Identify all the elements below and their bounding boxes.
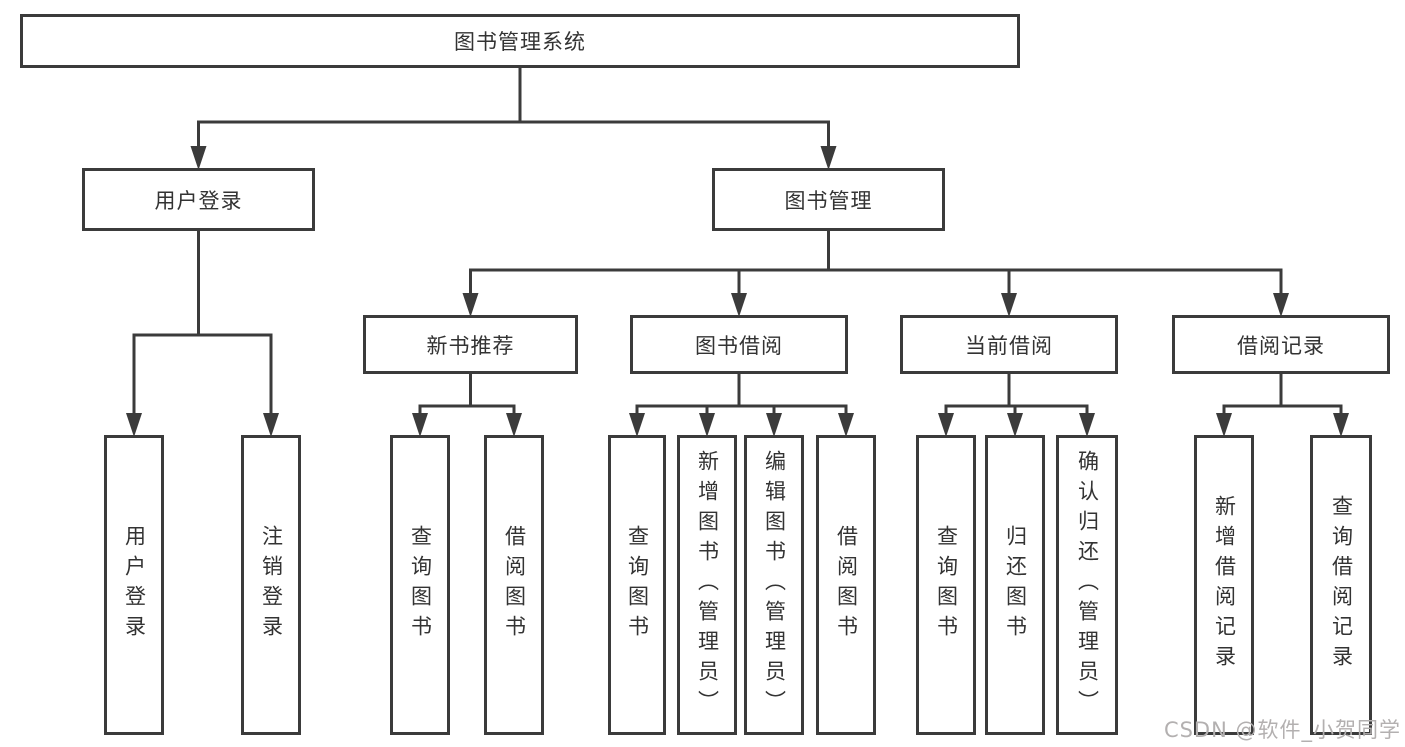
leaf-query-books-current-label: 查询图书 [934,525,959,645]
leaf-query-books-borrowing: 查询图书 [608,435,666,735]
node-user-login-label: 用户登录 [154,188,243,213]
leaf-query-books-current: 查询图书 [916,435,976,735]
node-new-book-recommend: 新书推荐 [363,315,578,374]
leaf-query-borrow-record-label: 查询借阅记录 [1329,495,1354,675]
leaf-confirm-return-admin: 确认归还（管理员） [1056,435,1118,735]
leaf-user-login: 用户登录 [104,435,164,735]
leaf-query-borrow-record: 查询借阅记录 [1310,435,1372,735]
leaf-borrow-books-borrowing-label: 借阅图书 [834,525,859,645]
leaf-query-books-recommend-label: 查询图书 [408,525,433,645]
leaf-borrow-books-recommend-label: 借阅图书 [502,525,527,645]
leaf-borrow-books-borrowing: 借阅图书 [816,435,876,735]
node-book-borrowing: 图书借阅 [630,315,848,374]
leaf-logout: 注销登录 [241,435,301,735]
leaf-add-borrow-record: 新增借阅记录 [1194,435,1254,735]
leaf-borrow-books-recommend: 借阅图书 [484,435,544,735]
leaf-add-books-admin: 新增图书（管理员） [677,435,737,735]
leaf-query-books-recommend: 查询图书 [390,435,450,735]
node-current-borrowing: 当前借阅 [900,315,1118,374]
leaf-logout-label: 注销登录 [259,525,284,645]
node-borrowing-records: 借阅记录 [1172,315,1390,374]
node-new-book-recommend-label: 新书推荐 [426,333,515,358]
leaf-return-books-label: 归还图书 [1003,525,1028,645]
leaf-add-borrow-record-label: 新增借阅记录 [1212,495,1237,675]
node-borrowing-records-label: 借阅记录 [1237,333,1325,358]
node-user-login: 用户登录 [82,168,315,231]
node-book-borrowing-label: 图书借阅 [695,333,783,358]
leaf-return-books: 归还图书 [985,435,1045,735]
leaf-add-books-admin-label: 新增图书（管理员） [695,450,720,720]
node-book-management: 图书管理 [712,168,945,231]
node-root-system-label: 图书管理系统 [454,30,586,54]
leaf-edit-books-admin: 编辑图书（管理员） [744,435,804,735]
leaf-query-books-borrowing-label: 查询图书 [625,525,650,645]
node-current-borrowing-label: 当前借阅 [965,333,1053,358]
node-book-management-label: 图书管理 [784,188,873,213]
node-root-system: 图书管理系统 [20,14,1020,68]
leaf-confirm-return-admin-label: 确认归还（管理员） [1075,450,1100,720]
leaf-user-login-label: 用户登录 [122,525,147,645]
leaf-edit-books-admin-label: 编辑图书（管理员） [762,450,787,720]
